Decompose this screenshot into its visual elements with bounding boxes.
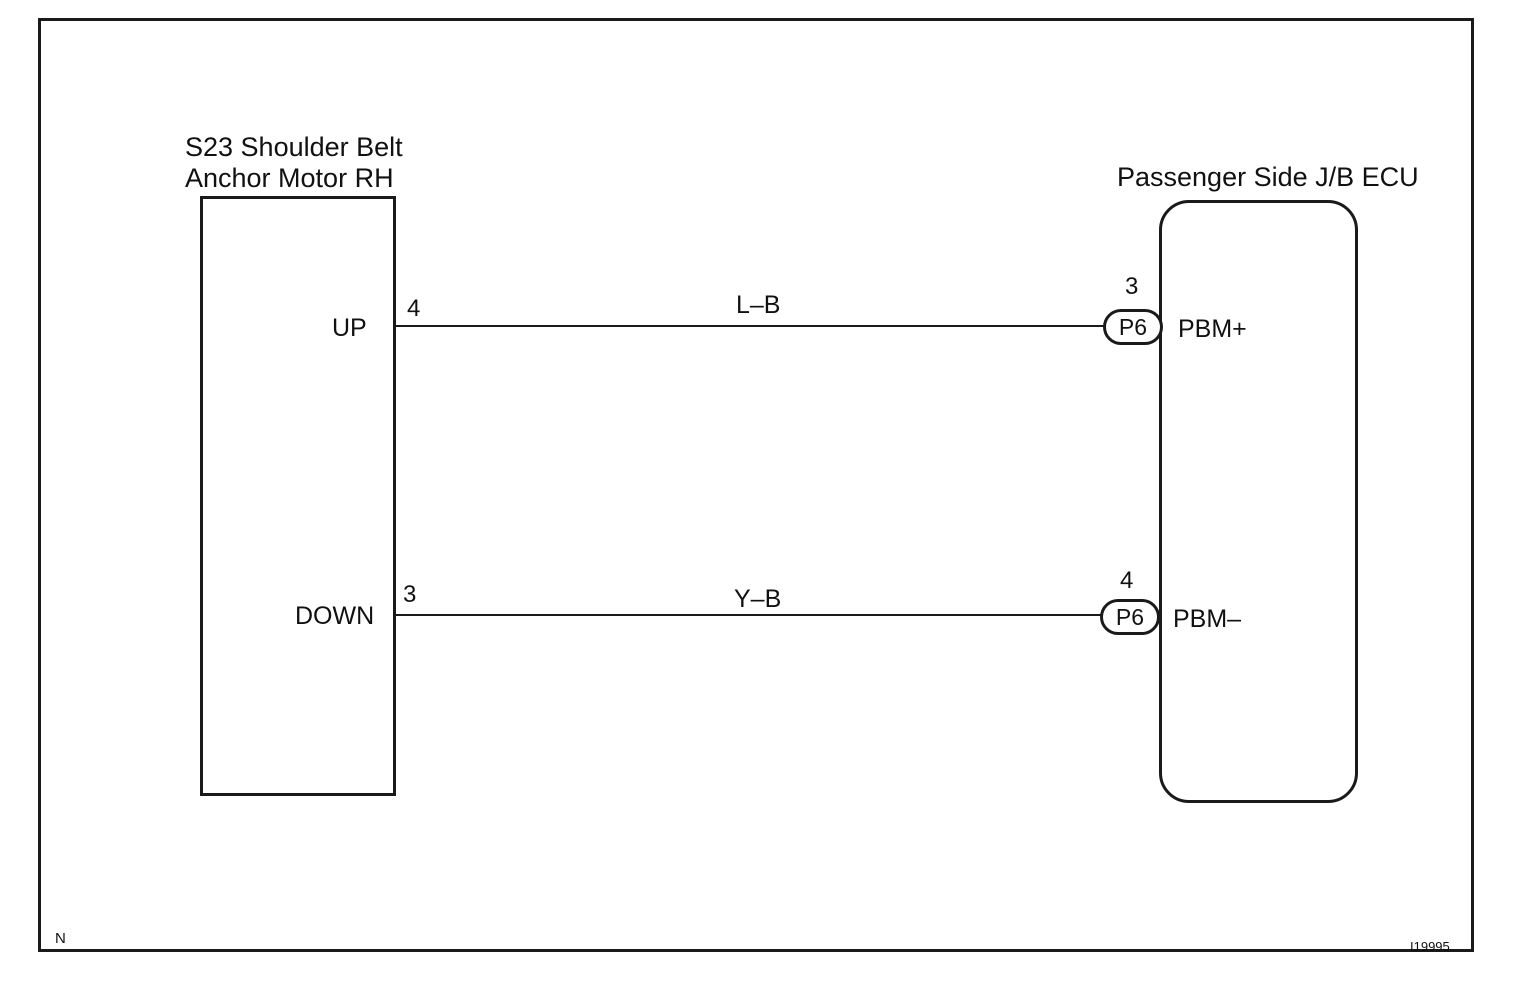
figure-id: I19995 [1410,939,1450,954]
connector-p6-upper: P6 [1103,309,1163,345]
ecu-terminal-plus: PBM+ [1178,315,1247,343]
diagram-frame [38,18,1474,952]
motor-terminal-down: DOWN [295,602,375,630]
motor-pin-up: 4 [407,295,421,322]
motor-title-line2: Anchor Motor RH [185,163,394,193]
connector-p6-lower: P6 [1100,599,1160,635]
motor-box [200,196,396,796]
wire-lower-color-label: Y–B [734,585,782,613]
ecu-pin-minus: 4 [1120,567,1134,594]
motor-title-line1: S23 Shoulder Belt [185,132,403,162]
ecu-terminal-minus: PBM– [1173,605,1242,633]
wire-lower [396,614,1104,616]
wire-upper [396,325,1106,327]
ecu-title: Passenger Side J/B ECU [1117,162,1419,192]
motor-title: S23 Shoulder Belt Anchor Motor RH [185,132,403,194]
ecu-box [1159,200,1358,803]
motor-terminal-up: UP [332,314,367,342]
footer-left-mark: N [55,930,66,947]
wire-upper-color-label: L–B [736,291,781,319]
ecu-pin-plus: 3 [1125,273,1139,300]
motor-pin-down: 3 [403,581,417,608]
